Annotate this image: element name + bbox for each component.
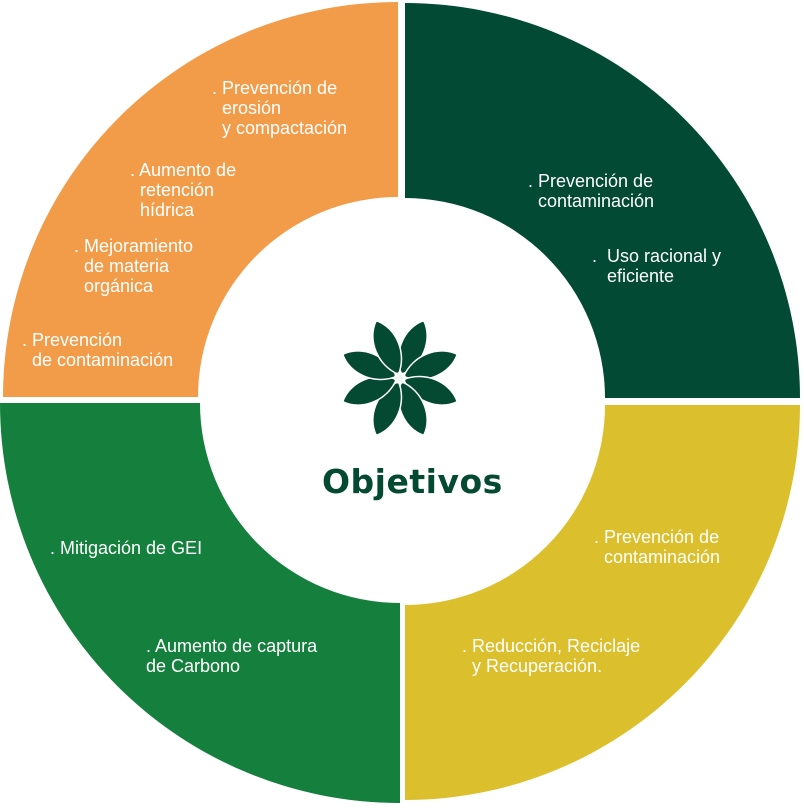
item-carbon-capture: . Aumento de captura de Carbono bbox=[146, 636, 318, 676]
item-erosion: . Prevención de erosión y compactación bbox=[212, 78, 348, 138]
quadrant-bottom-right bbox=[405, 405, 800, 800]
flower-logo-icon bbox=[341, 319, 459, 437]
item-recycling: . Reducción, Reciclaje y Recuperación. bbox=[462, 636, 641, 676]
diagram-title: Objetivos bbox=[322, 462, 503, 501]
item-contamination-tl: . Prevención de contaminación bbox=[22, 330, 174, 370]
item-contamination-tr: . Prevención de contaminación bbox=[528, 171, 655, 211]
flower-leaf bbox=[372, 319, 403, 376]
item-organic-matter: . Mejoramiento de materia orgánica bbox=[74, 236, 194, 296]
quadrant-bottom-left bbox=[0, 403, 400, 803]
item-rational-use: . Uso racional y eficiente bbox=[592, 246, 722, 286]
quadrant-top-right bbox=[405, 3, 800, 398]
item-water-retention: . Aumento de retención hídrica bbox=[130, 160, 237, 220]
quadrant-top-left bbox=[3, 2, 398, 397]
item-ghg-mitigation: . Mitigación de GEI bbox=[50, 538, 203, 558]
item-contamination-br: . Prevención de contaminación bbox=[594, 527, 721, 567]
